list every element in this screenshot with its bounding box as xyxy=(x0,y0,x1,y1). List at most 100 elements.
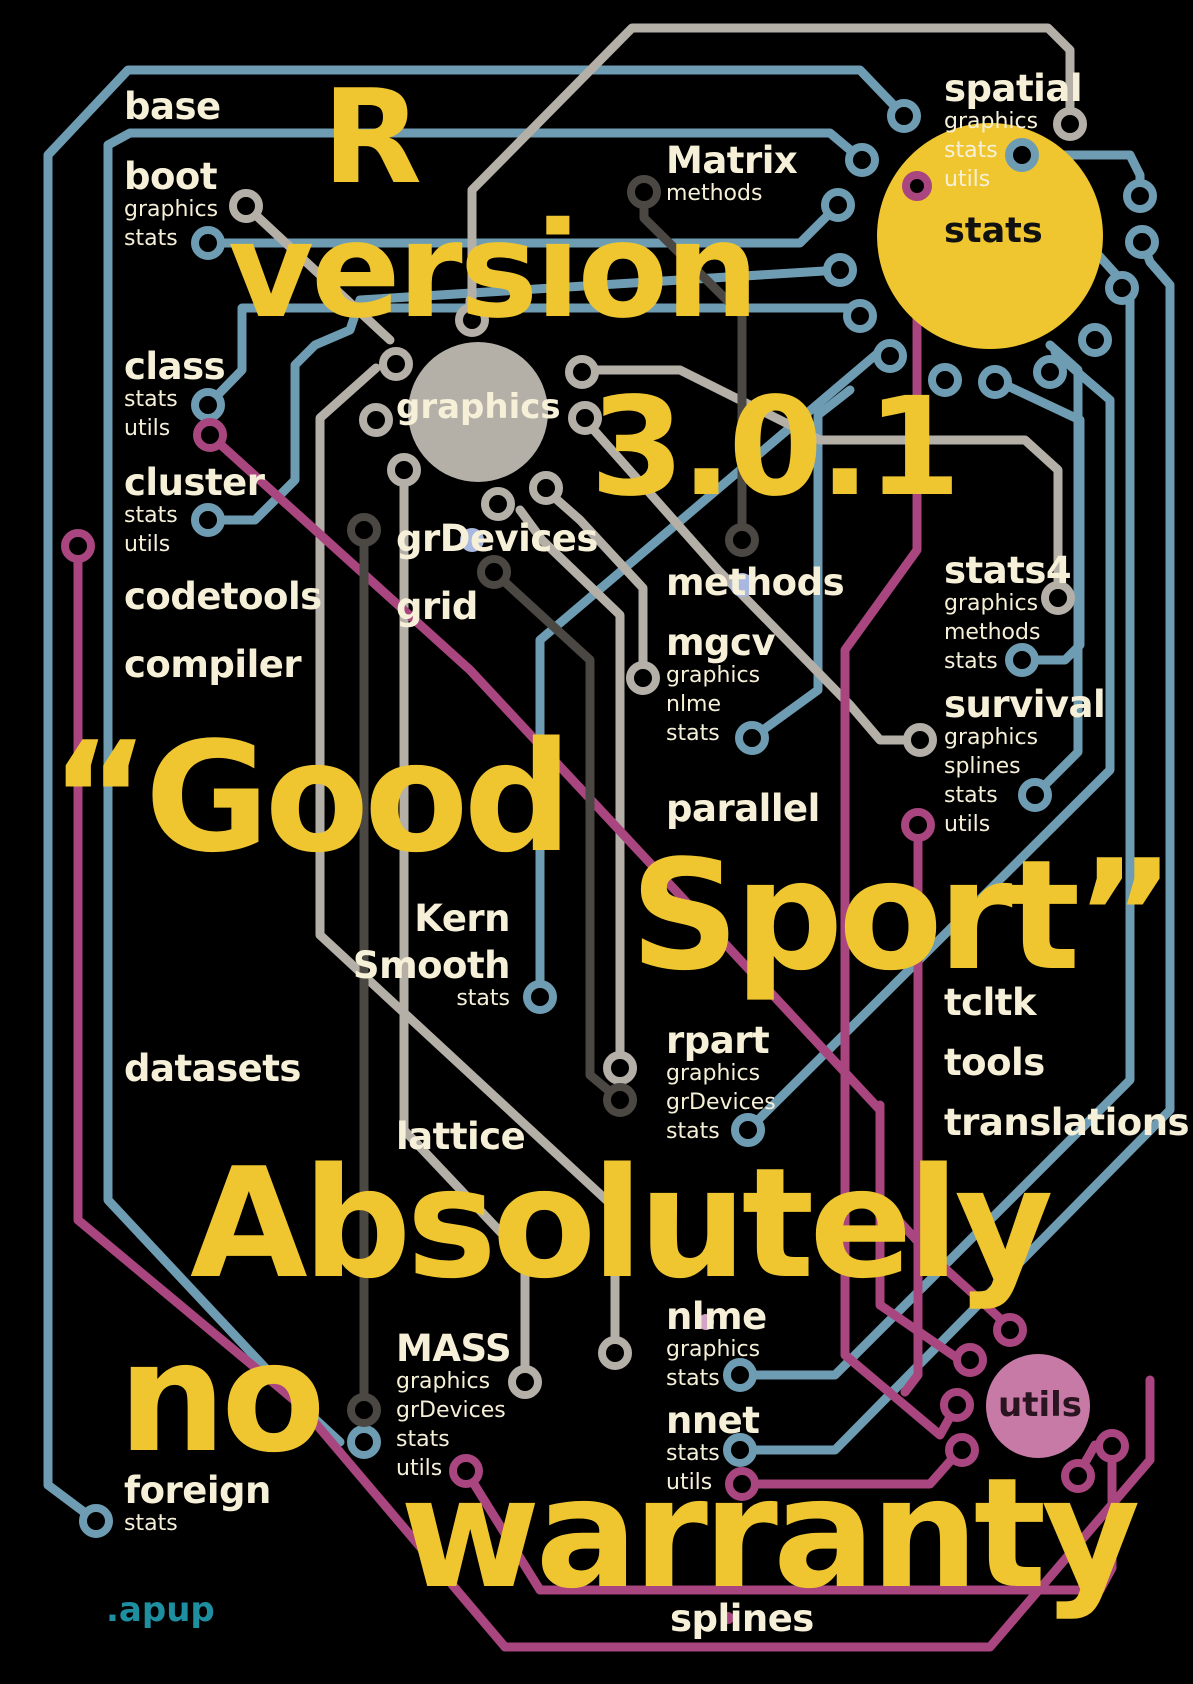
pkg-datasets-name: datasets xyxy=(124,1047,301,1090)
pkg-splines-name: splines xyxy=(670,1597,814,1640)
pin-class-stats xyxy=(191,388,225,422)
line-nnet-stats xyxy=(735,235,1175,1455)
pkg-kernsmooth-name-2: Smooth xyxy=(352,944,511,987)
pkg-mass-dep: stats xyxy=(396,1427,450,1452)
pin-mgcv-stats xyxy=(735,721,769,755)
pkg-survival-dep: splines xyxy=(944,754,1021,779)
title-tag-3: warranty xyxy=(400,1445,1140,1622)
pkg-nnet: nnet stats utils xyxy=(666,1402,760,1497)
pin-foreign-stats xyxy=(79,1504,113,1538)
pkg-nlme-dep: graphics xyxy=(666,1337,761,1362)
pin-cluster-stats xyxy=(191,503,225,537)
pin-hub-utils-2 xyxy=(953,1343,987,1377)
pkg-nlme: nlme graphics stats xyxy=(666,1298,767,1393)
graphics-terminals xyxy=(229,107,1087,1399)
pkg-foreign-name: foreign xyxy=(124,1469,271,1512)
stats-terminals xyxy=(79,99,1159,1538)
pin-hub-graphics-3 xyxy=(359,403,393,437)
pin-hub-stats-2 xyxy=(843,299,877,333)
line-trunk-graphics xyxy=(315,363,620,1360)
pkg-nlme-dep: stats xyxy=(666,1366,720,1391)
pkg-mass-dep: graphics xyxy=(396,1369,491,1394)
pkg-codetools-name: codetools xyxy=(124,575,322,618)
pin-nlme-stats xyxy=(723,1358,757,1392)
pin-hub-graphics-6 xyxy=(529,471,563,505)
pkg-survival: survival graphics splines stats utils xyxy=(944,683,1106,839)
pin-matrix-methods xyxy=(627,175,661,209)
pkg-boot: boot graphics stats xyxy=(124,158,218,253)
line-boot-graphics xyxy=(241,201,395,345)
pkg-mgcv-dep: graphics xyxy=(666,663,761,688)
pin-hub-stats-6 xyxy=(1033,355,1067,389)
stats-hub-label: stats xyxy=(944,211,1043,251)
line-lattice-graphics xyxy=(399,465,530,1387)
pkg-methods: methods xyxy=(666,564,845,601)
pkg-stats4: stats4 graphics methods stats xyxy=(944,549,1072,676)
pkg-nlme-name: nlme xyxy=(666,1295,767,1338)
pkg-survival-dep: graphics xyxy=(944,725,1039,750)
pkg-boot-dep: graphics xyxy=(124,197,219,222)
pkg-mass-name: MASS xyxy=(396,1327,512,1370)
line-foreign-stats xyxy=(43,65,909,1526)
pkg-mgcv-dep: stats xyxy=(666,721,720,746)
pin-survival-stats xyxy=(1018,778,1052,812)
pin-survival-utils xyxy=(901,808,935,842)
pkg-spatial-dep: graphics xyxy=(944,109,1039,134)
pkg-translations: translations xyxy=(944,1104,1190,1141)
methods-terminals xyxy=(347,175,759,1427)
pin-hub-stats-9 xyxy=(1125,225,1159,259)
pin-nlme-graphics xyxy=(598,1336,632,1370)
pkg-class-dep: stats xyxy=(124,387,178,412)
pin-survival-graphics xyxy=(903,723,937,757)
pkg-spatial-dep: utils xyxy=(944,167,991,192)
pkg-lattice-name: lattice xyxy=(396,1115,526,1158)
pin-hub-graphics-7 xyxy=(568,401,602,435)
line-mgcv-stats xyxy=(747,385,855,743)
pkg-rpart-dep: graphics xyxy=(666,1061,761,1086)
pkg-stats4-dep: methods xyxy=(944,620,1041,645)
pin-foreign-utils xyxy=(61,529,95,563)
pin-hub-graphics-4 xyxy=(387,453,421,487)
pkg-kernsmooth: Kern Smooth stats xyxy=(300,900,511,1013)
utils-lines xyxy=(73,181,1155,1652)
pin-rpart-grdevices xyxy=(603,1083,637,1117)
pkg-mass: MASS graphics grDevices stats utils xyxy=(396,1327,512,1483)
line-grid-grdevices xyxy=(489,567,625,1105)
pkg-rpart-dep: stats xyxy=(666,1119,720,1144)
pin-mass-methods-a xyxy=(347,513,381,547)
line-foreign-utils xyxy=(73,541,1155,1652)
title-number: 3.0.1 xyxy=(590,369,961,527)
pkg-grid: grid xyxy=(396,588,478,625)
title-nickname-1: “Good xyxy=(50,709,572,886)
graphics-lines xyxy=(241,23,1075,1387)
pkg-parallel: parallel xyxy=(666,790,820,827)
pin-hub-utils-6 xyxy=(1095,1429,1129,1463)
pin-boot-graphics xyxy=(229,189,263,223)
pkg-survival-name: survival xyxy=(944,683,1106,726)
line-stats4-graphics xyxy=(580,365,1063,603)
pin-grid-grdevices xyxy=(477,555,511,589)
pkg-stats4-name: stats4 xyxy=(944,549,1072,592)
pkg-foreign-dep: stats xyxy=(124,1511,178,1536)
pkg-datasets: datasets xyxy=(124,1050,301,1087)
utils-hub xyxy=(986,1354,1090,1458)
pin-boot-stats-b xyxy=(821,188,855,222)
utils-hub-label: utils xyxy=(998,1385,1083,1425)
pin-hub-utils-5 xyxy=(1061,1459,1095,1493)
pin-rpart-graphics xyxy=(603,1051,637,1085)
line-survival-graphics xyxy=(580,415,925,745)
pkg-base-name: base xyxy=(124,85,221,128)
pin-nnet-stats xyxy=(723,1433,757,1467)
pkg-nnet-dep: utils xyxy=(666,1470,713,1495)
pkg-spatial-dep: stats xyxy=(944,138,998,163)
pin-hub-utils-1 xyxy=(993,1313,1027,1347)
pkg-cluster-dep: stats xyxy=(124,503,178,528)
line-survival-utils xyxy=(900,820,923,1397)
pin-mgcv-graphics xyxy=(626,661,660,695)
pkg-survival-dep: stats xyxy=(944,783,998,808)
pkg-codetools: codetools xyxy=(124,578,322,615)
pkg-grdevices: grDevices xyxy=(396,520,598,557)
pin-mass-stats xyxy=(347,1425,381,1459)
pkg-class-dep: utils xyxy=(124,416,171,441)
